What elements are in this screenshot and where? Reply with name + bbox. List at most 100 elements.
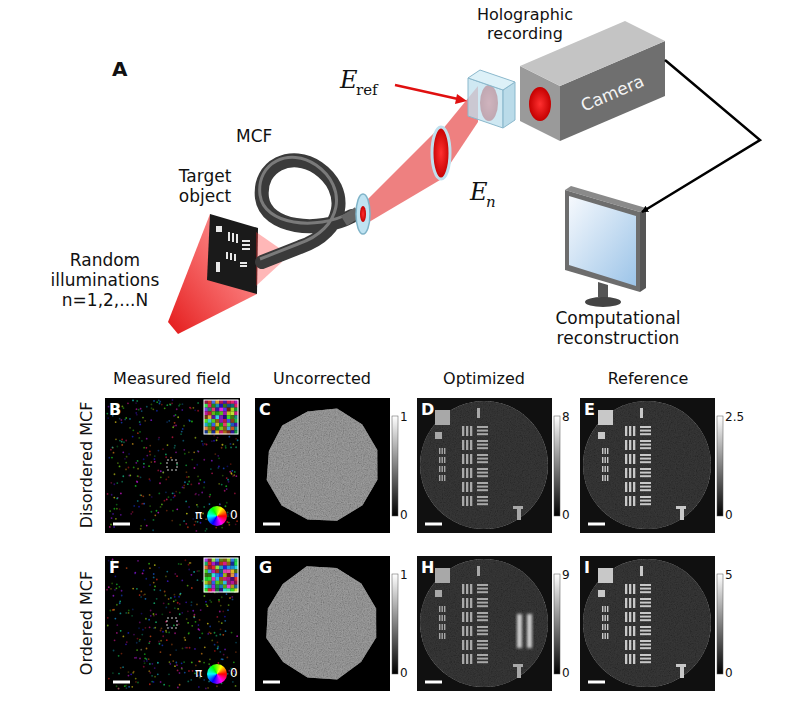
speckle-dot [170, 499, 172, 501]
speckle-cell [212, 419, 216, 423]
image-detail [605, 457, 606, 463]
row-heading: Ordered MCF [78, 543, 98, 703]
speckle-dot [169, 611, 171, 613]
image-detail [444, 606, 445, 612]
speckle-dot [159, 643, 161, 645]
reference-image [580, 398, 715, 533]
speckle-dot [236, 635, 238, 637]
image-detail [640, 566, 643, 576]
speckle-dot [149, 450, 151, 452]
speckle-dot [207, 605, 209, 607]
image-detail [462, 598, 464, 608]
speckle-dot [181, 409, 183, 411]
speckle-dot [107, 617, 109, 619]
speckle-dot [116, 482, 118, 484]
camera-lens [529, 87, 551, 121]
speckle-dot [151, 681, 153, 683]
speckle-cell [223, 423, 227, 427]
speckle-dot [222, 444, 224, 446]
target-pattern [216, 226, 250, 272]
image-detail [640, 472, 651, 474]
speckle-dot [203, 679, 205, 681]
speckle-dot [161, 503, 163, 505]
speckle-dot [197, 402, 199, 404]
speckle-cell [215, 573, 219, 577]
light-spot [360, 206, 366, 222]
speckle-dot [168, 685, 170, 687]
speckle-dot [121, 422, 123, 424]
speckle-dot [175, 491, 177, 493]
image-detail [466, 468, 468, 478]
speckle-dot [209, 503, 211, 505]
stripe-artifact [517, 614, 532, 648]
image-detail [640, 454, 651, 456]
speckle-dot [198, 570, 200, 572]
speckle-dot [179, 672, 181, 674]
image-detail [442, 457, 443, 463]
speckle-dot [232, 681, 234, 683]
speckle-dot [116, 632, 118, 634]
image-detail [462, 626, 464, 636]
speckle-cell [208, 419, 212, 423]
image-detail [470, 584, 472, 594]
speckle-dot [122, 475, 124, 477]
speckle-dot [197, 506, 199, 508]
speckle-dot [112, 447, 114, 449]
speckle-dot [183, 425, 185, 427]
speckle-dot [118, 688, 120, 690]
image-detail [439, 615, 440, 621]
speckle-dot [118, 586, 120, 588]
device-label: Camera [578, 71, 647, 116]
speckle-cell [204, 404, 208, 408]
image-detail [598, 568, 613, 583]
speckle-cell [204, 411, 208, 415]
speckle-dot [139, 639, 141, 641]
speckle-dot [202, 580, 204, 582]
image-detail [466, 612, 468, 622]
image-detail [462, 612, 464, 622]
speckle-cell [223, 562, 227, 566]
speckle-dot [154, 458, 156, 460]
speckle-dot [137, 460, 139, 462]
illumination-label: Random illuminations n=1,2,...N [44, 250, 166, 310]
monitor-screen [569, 196, 636, 286]
speckle-cell [208, 415, 212, 419]
speckle-dot [175, 599, 177, 601]
image-detail [640, 503, 651, 505]
speckle-inset [204, 558, 238, 592]
speckle-dot [226, 656, 228, 658]
speckle-dot [150, 610, 152, 612]
speckle-dot [165, 479, 167, 481]
image-detail [477, 468, 488, 470]
speckle-dot [107, 417, 109, 419]
speckle-dot [120, 514, 122, 516]
image-detail [605, 606, 606, 612]
speckle-dot [117, 497, 119, 499]
image-detail [470, 440, 472, 450]
speckle-dot [111, 457, 113, 459]
speckle-dot [216, 685, 218, 687]
speckle-dot [151, 511, 153, 513]
speckle-dot [141, 613, 143, 615]
speckle-dot [154, 586, 156, 588]
speckle-cell [204, 562, 208, 566]
speckle-dot [140, 494, 142, 496]
speckle-dot [136, 414, 138, 416]
image-detail [477, 486, 488, 488]
image-detail [470, 482, 472, 492]
speckle-dot [198, 483, 200, 485]
speckle-dot [137, 468, 139, 470]
image-detail [477, 605, 488, 607]
speckle-dot [109, 510, 111, 512]
speckle-dot [188, 451, 190, 453]
speckle-dot [165, 607, 167, 609]
speckle-dot [186, 618, 188, 620]
image-detail [625, 454, 627, 464]
speckle-dot [226, 488, 228, 490]
image-detail [477, 433, 488, 435]
image-detail [633, 640, 635, 650]
speckle-dot [178, 623, 180, 625]
speckle-dot [189, 562, 191, 564]
image-detail [602, 615, 603, 621]
speckle-dot [144, 519, 146, 521]
